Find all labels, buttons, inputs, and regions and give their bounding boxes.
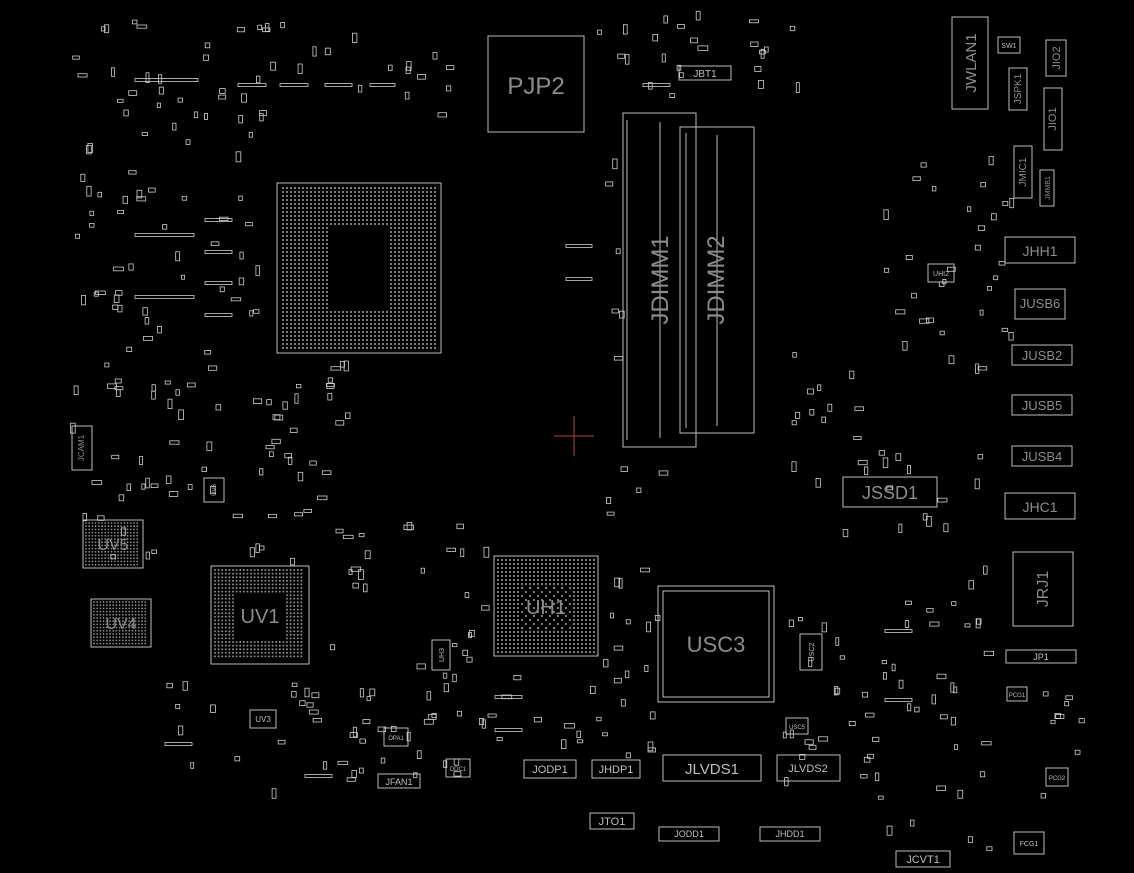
usc3-chip: USC3 (657, 585, 775, 703)
sw1-switch: SW1 (997, 36, 1021, 54)
sw1-label: SW1 (1001, 43, 1016, 50)
jdimm1-label: JDIMM1 (647, 235, 674, 324)
jlvds2-label: JLVDS2 (788, 763, 828, 775)
jodd1-label: JODD1 (674, 829, 704, 839)
jmic1-connector: JMIC1 (1013, 145, 1033, 199)
uhi2-chip: UHI2 (927, 263, 955, 283)
jusb6-connector: JUSB6 (1014, 288, 1066, 320)
jdimm2-slot: JDIMM2 (679, 126, 755, 434)
pcg2-chip: PCG2 (1045, 767, 1069, 787)
usc3-label: USC3 (687, 632, 746, 657)
jio2-connector: JIO2 (1045, 39, 1067, 77)
uv3-chip: UV3 (249, 709, 277, 729)
jssd1-label: JSSD1 (862, 483, 918, 503)
fcg1-chip: FCG1 (1013, 831, 1045, 855)
jp1-connector: JP1 (1005, 649, 1077, 664)
uh3-label: UH3 (439, 648, 446, 662)
jhdp1-label: JHDP1 (599, 764, 634, 776)
usc2-label: USC2 (809, 643, 816, 662)
jhdp1-connector: JHDP1 (591, 759, 641, 779)
jodp1-label: JODP1 (532, 764, 567, 776)
uv4-chip: UV4 (90, 598, 152, 648)
usc5-label: USC5 (789, 725, 806, 731)
small-components (70, 10, 1085, 852)
opa1-label: OPA1 (388, 736, 404, 742)
jcvt1-label: JCVT1 (906, 854, 940, 866)
jwlan1-connector: JWLAN1 (951, 16, 989, 110)
uv5-label: UV5 (97, 537, 128, 554)
jlvds1-connector: JLVDS1 (662, 754, 762, 782)
pjp2-power-connector: PJP2 (487, 35, 585, 133)
ddc1-label: DDC1 (450, 767, 467, 773)
jusb6-label: JUSB6 (1020, 296, 1060, 311)
uhi2-label: UHI2 (933, 271, 949, 278)
pjp2-label: PJP2 (507, 73, 564, 100)
jhc1-connector: JHC1 (1004, 492, 1076, 520)
uv3-label: UV3 (255, 715, 271, 724)
uv1-label: UV1 (241, 606, 280, 628)
jrj1-connector: JRJ1 (1012, 551, 1074, 627)
jodd1-connector: JODD1 (658, 826, 720, 842)
jto1-connector: JTO1 (589, 812, 635, 830)
jdimm2-label: JDIMM2 (703, 235, 730, 324)
fcg1-label: FCG1 (1020, 841, 1039, 848)
jlvds2-connector: JLVDS2 (776, 754, 841, 782)
jwlan1-label: JWLAN1 (963, 33, 980, 92)
jp1-label: JP1 (1033, 652, 1049, 662)
jlvds1-label: JLVDS1 (685, 761, 739, 778)
usc5-chip: USC5 (785, 717, 809, 735)
jcam1-connector: JCAM1 (71, 425, 93, 471)
jio1-label: JIO1 (1047, 107, 1059, 130)
origin-cross-marker (554, 416, 594, 456)
jspk1-connector: JSPK1 (1008, 67, 1028, 111)
jto1-label: JTO1 (599, 816, 626, 828)
pcg1-chip: PCG1 (1006, 686, 1028, 702)
jodp1-connector: JODP1 (523, 759, 577, 779)
jusb4-label: JUSB4 (1022, 449, 1062, 464)
jhdd1-label: JHDD1 (775, 829, 804, 839)
jbt1-label: JBT1 (693, 69, 717, 80)
jio2-label: JIO2 (1051, 46, 1063, 69)
jhh1-label: JHH1 (1022, 243, 1057, 259)
jusb5-label: JUSB5 (1022, 398, 1062, 413)
jio1-connector: JIO1 (1043, 87, 1063, 151)
jssd1-connector: JSSD1 (842, 476, 938, 508)
jmmb1-connector: JMMB1 (1039, 169, 1055, 207)
jhdd1-connector: JHDD1 (759, 826, 821, 842)
jusb4-connector: JUSB4 (1011, 445, 1073, 467)
jfan1-connector: JFAN1 (377, 773, 421, 789)
uh1-label: UH1 (526, 597, 566, 619)
cpu-socket (276, 182, 442, 354)
jmic1-label: JMIC1 (1018, 157, 1029, 186)
jusb2-label: JUSB2 (1022, 348, 1062, 363)
jusb5-connector: JUSB5 (1011, 394, 1073, 416)
uh3-chip: UH3 (431, 639, 451, 671)
jcvt1-connector: JCVT1 (895, 850, 951, 868)
jrj1-label: JRJ1 (1035, 571, 1052, 608)
jspk1-label: JSPK1 (1013, 73, 1024, 104)
jmmb1-label: JMMB1 (1045, 176, 1052, 200)
jcam1-label: JCAM1 (77, 434, 86, 461)
uv5-chip: UV5 (82, 519, 144, 569)
jfan1-label: JFAN1 (385, 777, 412, 787)
usc2-chip: USC2 (799, 633, 823, 671)
pcg1-label: PCG1 (1009, 693, 1026, 699)
jhh1-connector: JHH1 (1004, 236, 1076, 264)
jdimm1-slot: JDIMM1 (622, 112, 697, 448)
uv1-chip: UV1 (210, 565, 310, 665)
jusb2-connector: JUSB2 (1011, 344, 1073, 366)
jhc1-label: JHC1 (1022, 499, 1057, 515)
jbt1-connector: JBT1 (678, 65, 732, 81)
uh1-chipset: UH1 (493, 555, 599, 657)
uv6-chip: UV6 (203, 477, 225, 503)
pcg2-label: PCG2 (1049, 776, 1066, 782)
uv4-label: UV4 (105, 616, 136, 633)
ddc1-chip: DDC1 (445, 758, 471, 778)
